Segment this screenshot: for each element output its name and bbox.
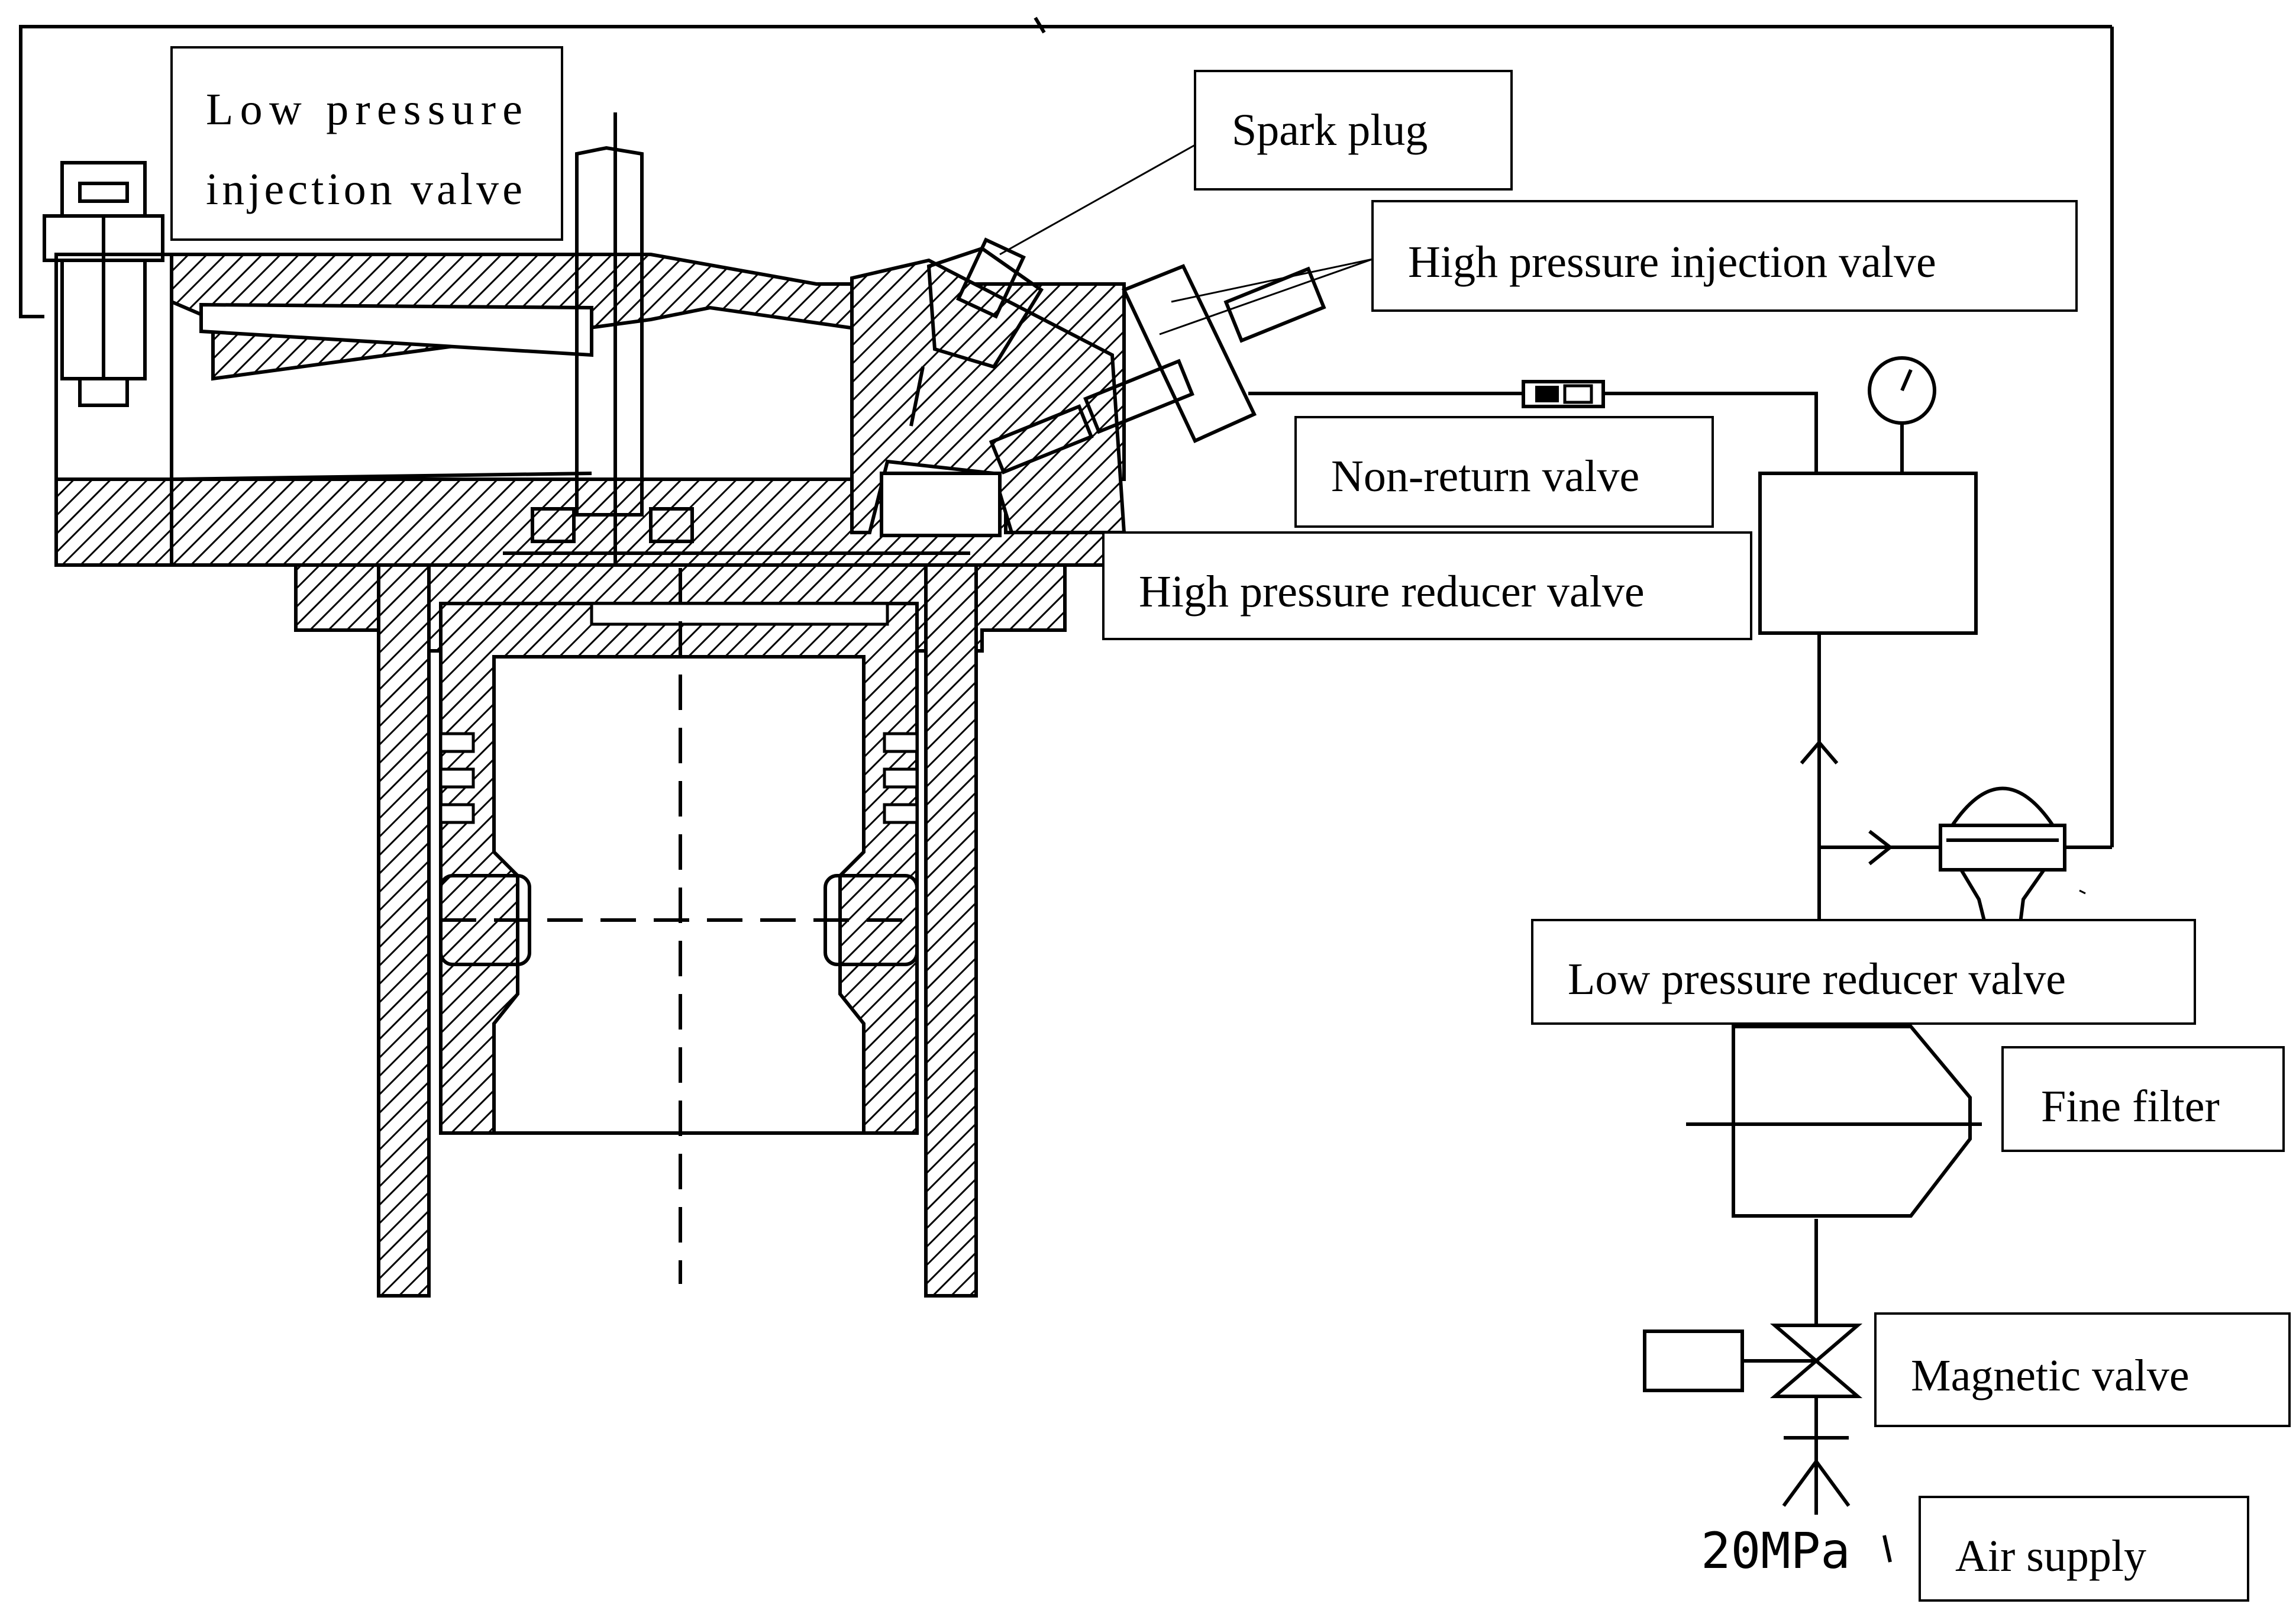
non-return-valve-symbol xyxy=(1522,380,1605,408)
flow-arrow-right xyxy=(1868,830,1893,866)
piping xyxy=(19,17,2114,1461)
label-magnetic-valve: Magnetic valve xyxy=(1874,1312,2291,1427)
pressure-gauge xyxy=(1868,356,1936,473)
label-non-return-valve: Non-return valve xyxy=(1294,416,1714,528)
combustion-chamber-block xyxy=(850,258,1126,534)
high-pressure-injector-leader-a xyxy=(1171,258,1373,303)
head-left-wall xyxy=(54,253,173,567)
svg-text:Fine filter: Fine filter xyxy=(2041,1082,2220,1131)
high-pressure-reducer-body xyxy=(1758,472,1978,635)
air-supply-inlet-symbol xyxy=(1782,1436,1892,1563)
magnetic-valve-symbol xyxy=(1643,1324,1863,1398)
liner-left xyxy=(377,563,431,1298)
svg-text:Non-return valve: Non-return valve xyxy=(1331,451,1639,501)
high-pressure-injector-leader-b xyxy=(1159,258,1373,335)
engine-cross-section xyxy=(43,112,1326,1298)
label-air-supply: Air supply xyxy=(1919,1496,2249,1602)
label-low-pressure-injection-valve: Low pressure injection valve xyxy=(170,46,563,241)
high-pressure-injector-body xyxy=(989,264,1326,475)
label-high-pressure-injection-valve: High pressure injection valve xyxy=(1371,200,2078,312)
spark-plug-leader xyxy=(999,144,1196,256)
label-fine-filter: Fine filter xyxy=(2001,1046,2285,1152)
svg-text:High pressure reducer valve: High pressure reducer valve xyxy=(1139,567,1645,617)
high-pressure-pipe xyxy=(1248,392,1818,473)
supply-pressure-text: 20MPa xyxy=(1701,1522,1851,1580)
intake-port xyxy=(199,302,593,357)
intake-valve xyxy=(503,112,970,592)
flow-arrow-up xyxy=(1800,740,1839,764)
svg-text:Low pressure reducer valve: Low pressure reducer valve xyxy=(1568,954,2066,1004)
low-pressure-injector-bolt xyxy=(43,161,164,407)
pipe-break-mark xyxy=(1034,17,1046,34)
top-return-pipe xyxy=(19,25,2112,318)
svg-text:Air supply: Air supply xyxy=(1955,1531,2146,1581)
label-high-pressure-reducer-valve: High pressure reducer valve xyxy=(1102,531,1752,640)
spark-plug-body xyxy=(909,237,1044,427)
svg-text:Spark plug: Spark plug xyxy=(1232,105,1428,155)
leader-lines xyxy=(999,144,1373,335)
label-spark-plug: Spark plug xyxy=(1194,70,1513,191)
svg-text:injection valve: injection valve xyxy=(206,164,522,214)
fine-filter-symbol xyxy=(1686,1025,1982,1218)
label-low-pressure-reducer-valve: Low pressure reducer valve xyxy=(1531,919,2196,1025)
svg-text:High pressure injection valve: High pressure injection valve xyxy=(1408,237,1936,287)
svg-text:Magnetic valve: Magnetic valve xyxy=(1911,1351,2190,1401)
low-pressure-reducer-symbol xyxy=(1939,786,2086,924)
svg-text:Low pressure: Low pressure xyxy=(206,85,522,134)
liner-right xyxy=(924,563,978,1298)
